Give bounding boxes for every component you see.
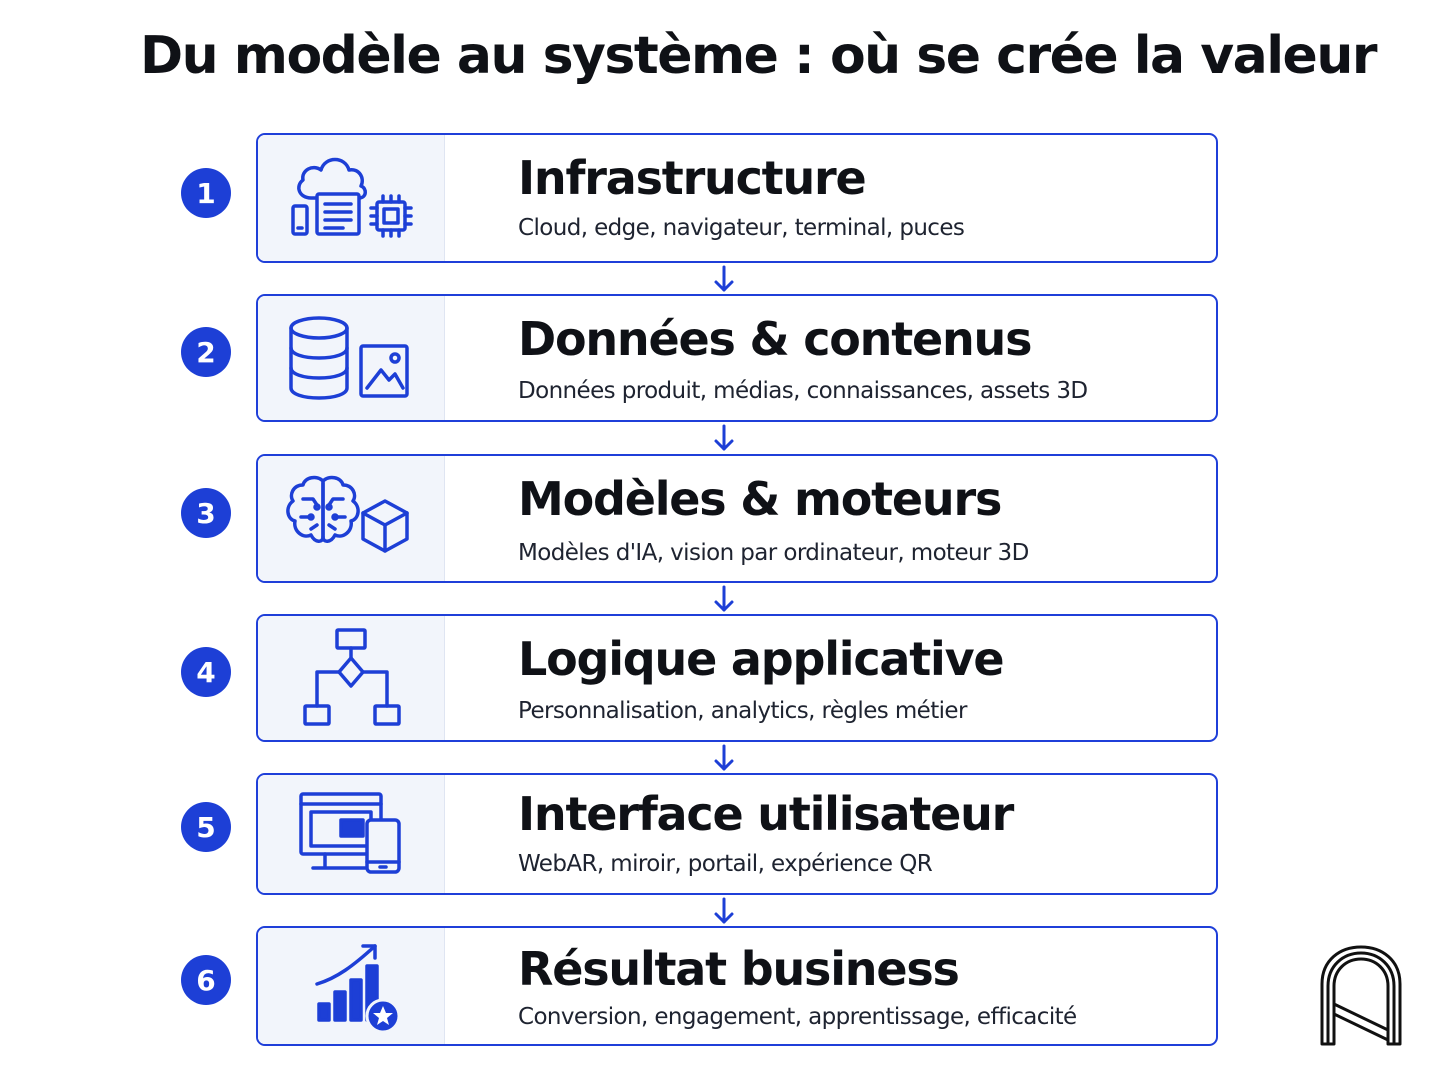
step-card-donnees: Données & contenus Données produit, médi… — [256, 294, 1218, 422]
down-arrow-icon — [714, 897, 734, 924]
card-description: Modèles d'IA, vision par ordinateur, mot… — [518, 540, 1029, 566]
step-number-6: 6 — [181, 955, 231, 1005]
icon-panel — [258, 616, 445, 740]
step-card-modeles: Modèles & moteurs Modèles d'IA, vision p… — [256, 454, 1218, 583]
step-card-resultat: Résultat business Conversion, engagement… — [256, 926, 1218, 1046]
step-number-4: 4 — [181, 647, 231, 697]
card-title: Interface utilisateur — [518, 787, 1014, 841]
step-number-3: 3 — [181, 488, 231, 538]
down-arrow-icon — [714, 424, 734, 451]
page-title: Du modèle au système : où se crée la val… — [139, 26, 1378, 86]
step-number-1: 1 — [181, 168, 231, 218]
card-description: Personnalisation, analytics, règles méti… — [518, 698, 967, 724]
down-arrow-icon — [714, 265, 734, 292]
step-card-interface: Interface utilisateur WebAR, miroir, por… — [256, 773, 1218, 895]
brain-cube-icon — [286, 475, 409, 553]
down-arrow-icon — [714, 585, 734, 612]
step-number-5: 5 — [181, 802, 231, 852]
step-number-2: 2 — [181, 327, 231, 377]
card-title: Logique applicative — [518, 632, 1005, 686]
cloud-server-chip-icon — [291, 157, 413, 238]
icon-panel — [258, 928, 445, 1044]
down-arrow-icon — [714, 744, 734, 771]
arch-logo-icon — [1320, 945, 1402, 1046]
icon-panel — [258, 296, 445, 420]
card-description: Données produit, médias, connaissances, … — [518, 378, 1088, 404]
growth-chart-star-icon — [315, 944, 401, 1034]
card-title: Données & contenus — [518, 312, 1032, 366]
database-image-icon — [289, 316, 409, 400]
card-title: Modèles & moteurs — [518, 472, 1002, 526]
card-description: WebAR, miroir, portail, expérience QR — [518, 851, 933, 877]
card-title: Infrastructure — [518, 151, 867, 205]
icon-panel — [258, 456, 445, 581]
card-description: Cloud, edge, navigateur, terminal, puces — [518, 215, 965, 241]
card-description: Conversion, engagement, apprentissage, e… — [518, 1004, 1077, 1030]
monitor-phone-icon — [299, 792, 401, 874]
icon-panel — [258, 775, 445, 893]
step-card-logique: Logique applicative Personnalisation, an… — [256, 614, 1218, 742]
card-title: Résultat business — [518, 942, 960, 996]
flowchart-icon — [303, 628, 401, 726]
step-card-infrastructure: Infrastructure Cloud, edge, navigateur, … — [256, 133, 1218, 263]
icon-panel — [258, 135, 445, 261]
